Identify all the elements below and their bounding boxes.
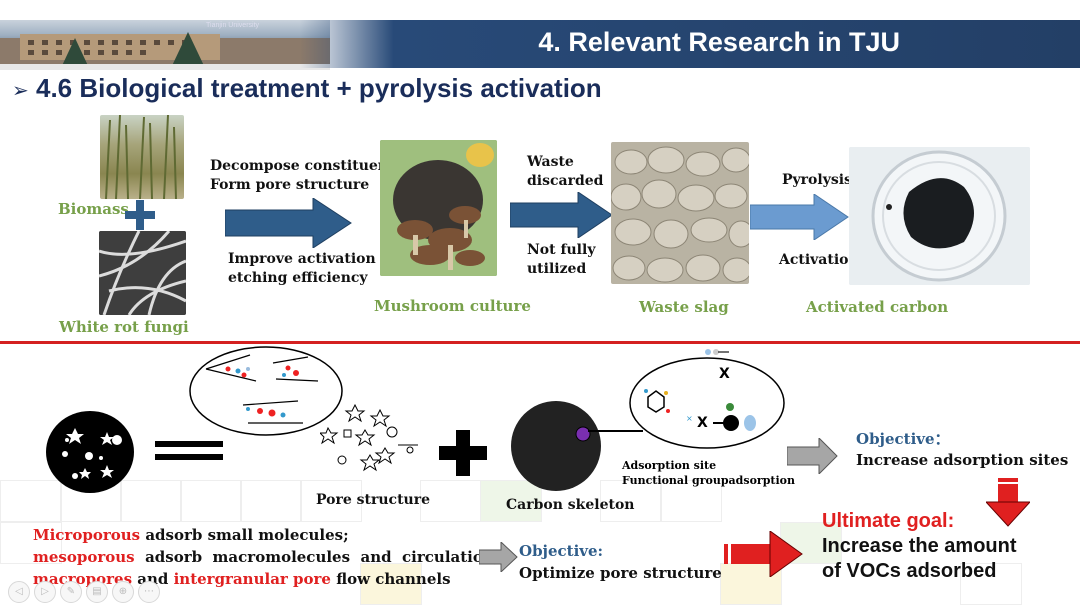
adsorption-labels: Adsorption site Functional groupadsorpti…	[622, 458, 795, 488]
grid-cell	[0, 522, 62, 564]
ultimate-goal-title: Ultimate goal:	[822, 510, 955, 532]
intergranular-term: intergranular pore	[173, 570, 331, 588]
objective1-block: Objective： Increase adsorption sites	[856, 429, 1068, 471]
mushroom-culture-photo	[380, 140, 497, 276]
biomass-label: Biomass	[58, 200, 129, 218]
mesoporous-text: adsorb macromolecules and circulation;	[134, 548, 500, 566]
ultimate-goal-block: Ultimate goal: Increase the amount of VO…	[822, 509, 1017, 584]
next-icon[interactable]: ▷	[34, 581, 56, 603]
carbon-skeleton-icon	[510, 398, 610, 502]
grid-cell	[0, 480, 62, 522]
arrow2-bottom-text: Not fully utilized	[527, 241, 595, 279]
pore-zoom-bubble	[188, 343, 348, 442]
pore-structure-label: Pore structure	[316, 492, 431, 508]
pyrolysis-label: Pyrolysis	[782, 172, 852, 188]
process-arrow-icon	[224, 197, 353, 252]
ultimate-goal-line1: Increase the amount	[822, 535, 1017, 557]
macropores-term: macropores	[33, 570, 133, 588]
section-divider	[0, 341, 1080, 344]
waste-slag-label: Waste slag	[639, 298, 729, 316]
carbon-skeleton-label: Carbon skeleton	[506, 497, 635, 513]
grid-cell	[300, 480, 362, 522]
biomass-photo	[100, 115, 184, 199]
objective2-arrow-icon	[478, 540, 519, 576]
grid-cell	[600, 480, 662, 522]
objective1-arrow-icon	[786, 436, 839, 478]
activated-carbon-label: Activated carbon	[806, 298, 949, 316]
zoom-icon[interactable]: ⊕	[112, 581, 134, 603]
white-rot-fungi-micrograph	[99, 231, 186, 315]
campus-banner-image	[0, 20, 330, 70]
grid-cell	[960, 563, 1022, 605]
waste-slag-photo	[611, 142, 749, 284]
equals-icon	[155, 441, 223, 465]
arrow1-bottom-line1: Improve activation	[228, 251, 376, 267]
porous-particle-icon	[45, 410, 135, 498]
arrow1-bottom-text: Improve activation etching efficiency	[228, 250, 376, 288]
objective1-text: Increase adsorption sites	[856, 451, 1069, 469]
plus-icon	[439, 430, 487, 480]
microporous-text: adsorb small molecules;	[140, 526, 349, 544]
header-bar	[300, 20, 1080, 68]
objective2-block: Objective: Optimize pore structure	[519, 540, 722, 584]
goal-arrow-icon	[724, 530, 804, 581]
x-mark-icon: X	[719, 366, 730, 382]
bullet-arrow-icon: ➢	[12, 78, 29, 102]
more-icon[interactable]: ⋯	[138, 581, 160, 603]
white-rot-fungi-label: White rot fungi	[59, 318, 189, 336]
svg-text:×: ×	[686, 414, 693, 423]
molecule-icon	[704, 343, 730, 362]
activated-carbon-photo	[849, 147, 1030, 285]
objective2-title: Objective:	[519, 542, 604, 560]
down-arrow-icon	[984, 478, 1032, 532]
arrow2-top-line1: Waste	[527, 154, 574, 170]
pore-description: Microporous adsorb small molecules; meso…	[33, 524, 499, 590]
arrow2-bottom-line1: Not fully	[527, 242, 596, 258]
x-mark-icon: X	[697, 415, 708, 431]
prev-icon[interactable]: ◁	[8, 581, 30, 603]
mesoporous-term: mesoporous	[33, 548, 135, 566]
grid-cell	[480, 480, 542, 522]
arrow1-top-text: Decompose constituents Form pore structu…	[210, 157, 402, 195]
slide-title-text: 4.6 Biological treatment + pyrolysis act…	[36, 73, 602, 103]
objective2-text: Optimize pore structure	[519, 564, 722, 582]
grid-cell	[660, 480, 722, 522]
plus-icon	[125, 200, 155, 230]
microporous-term: Microporous	[33, 526, 141, 544]
arrow2-top-text: Waste discarded	[527, 153, 603, 191]
arrow2-bottom-line2: utilized	[527, 261, 587, 277]
header-title: 4. Relevant Research in TJU	[538, 27, 900, 57]
pen-icon[interactable]: ✎	[60, 581, 82, 603]
adsorption-site-label: Adsorption site	[622, 459, 717, 472]
grid-cell	[120, 480, 182, 522]
grid-cell	[240, 480, 302, 522]
arrow1-top-line2: Form pore structure	[210, 177, 370, 193]
grid-cell	[180, 480, 242, 522]
activation-label: Activation	[779, 252, 859, 268]
pore-shapes-icon	[318, 400, 420, 484]
site-connector-line	[588, 430, 643, 432]
functional-group-label: Functional groupadsorption	[622, 474, 795, 487]
discard-arrow-icon	[509, 191, 614, 242]
pyrolysis-arrow-icon	[749, 193, 850, 244]
arrow2-top-line2: discarded	[527, 173, 604, 189]
mushroom-culture-label: Mushroom culture	[374, 297, 531, 315]
university-watermark: Tianjin University	[206, 22, 260, 29]
flow-channels-text: flow channels	[330, 570, 451, 588]
objective1-title: Objective：	[856, 430, 950, 448]
slides-icon[interactable]: ▤	[86, 581, 108, 603]
ultimate-goal-line2: of VOCs adsorbed	[822, 560, 997, 582]
grid-cell	[360, 563, 422, 605]
arrow1-bottom-line2: etching efficiency	[228, 270, 368, 286]
slide-title: ➢ 4.6 Biological treatment + pyrolysis a…	[12, 73, 602, 104]
arrow1-top-line1: Decompose constituents	[210, 158, 403, 174]
functional-group-bubble: ×	[628, 355, 788, 455]
